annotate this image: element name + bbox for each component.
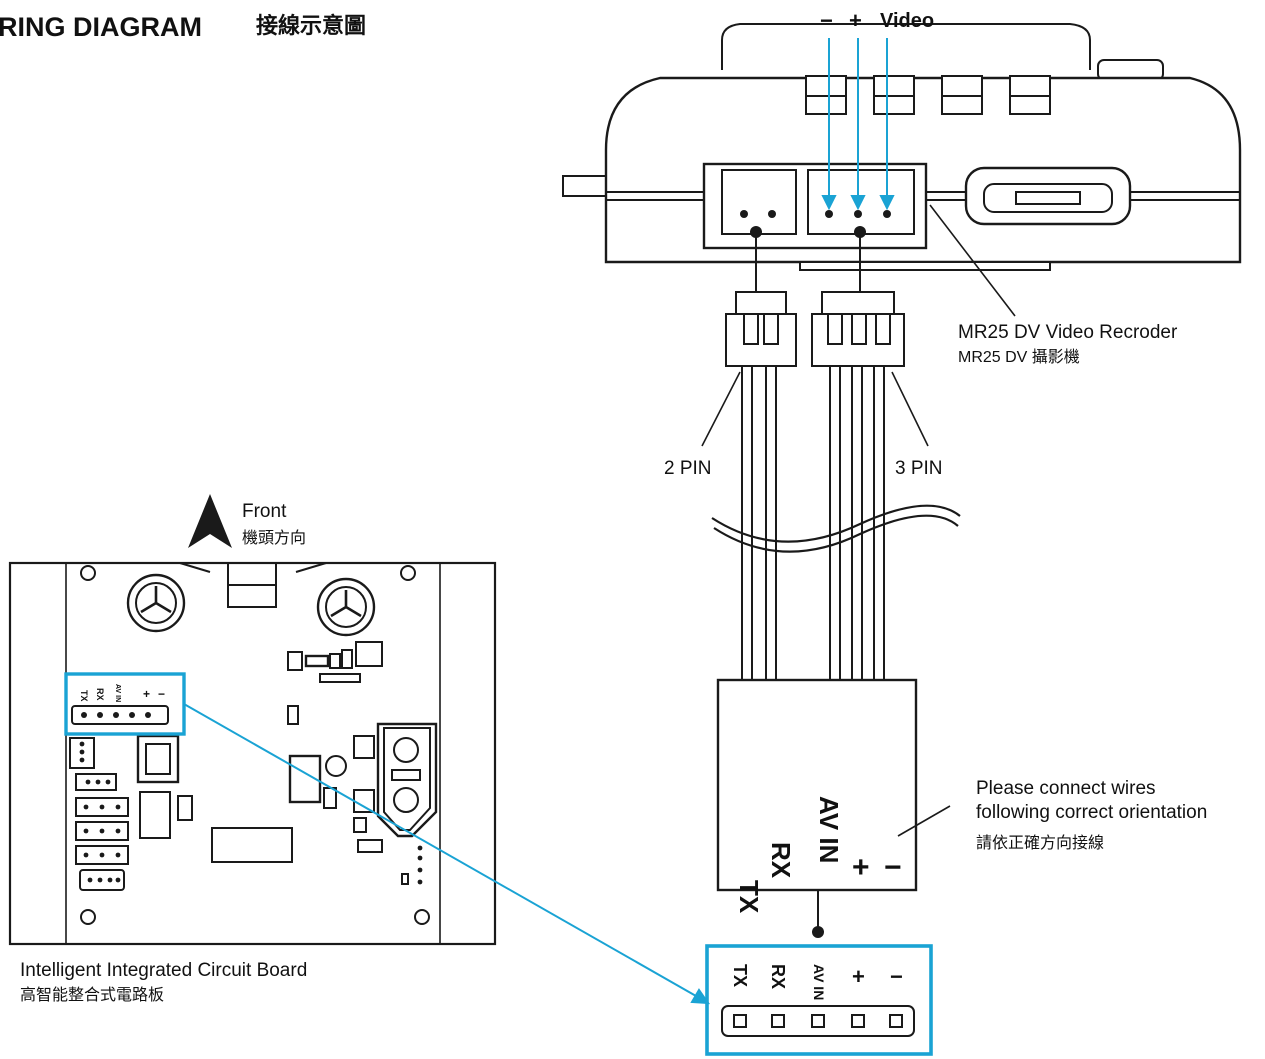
plug-labels: TX RX AV IN + − [734, 796, 902, 914]
board-front-label: Front [242, 501, 287, 522]
plug-label-tx: TX [734, 880, 764, 914]
recorder-pin-plus: + [849, 8, 862, 33]
recorder-name-zh: MR25 DV 攝影機 [958, 348, 1080, 366]
recorder-pin-minus: − [820, 8, 833, 33]
socket-label-rx: RX [768, 964, 788, 989]
note-line2: following correct orientation [976, 802, 1207, 823]
front-arrow-icon [188, 494, 232, 548]
recorder-wires [755, 232, 861, 294]
link-arrow [183, 703, 710, 1005]
recorder-name: MR25 DV Video Recroder [958, 322, 1178, 343]
plug-label-avin: AV IN [814, 796, 844, 863]
socket-label-minus: − [890, 964, 903, 989]
board-front-label-zh: 機頭方向 [242, 529, 306, 547]
board-pin-tx: TX [79, 690, 89, 702]
board-name: Intelligent Integrated Circuit Board [20, 960, 307, 981]
board-pin-labels: TX RX AV IN + − [79, 684, 165, 702]
board-pin-minus: − [158, 687, 165, 701]
recorder-pin-arrows [821, 38, 895, 211]
plug-label-plus: + [852, 851, 870, 884]
board-pin-rx: RX [95, 688, 105, 701]
socket-labels: TX RX AV IN + − [730, 964, 903, 1000]
plug-housing [716, 678, 918, 892]
cable-bundle [711, 366, 961, 680]
two-pin-label: 2 PIN [664, 458, 712, 479]
plug-label-minus: − [884, 851, 902, 884]
note-zh: 請依正確方向接線 [976, 834, 1104, 852]
socket-label-plus: + [852, 964, 865, 989]
diagram-title-zh: 接線示意圖 [256, 13, 366, 38]
socket-label-avin: AV IN [811, 964, 827, 1000]
socket-label-tx: TX [730, 964, 750, 987]
three-pin-label: 3 PIN [895, 458, 943, 479]
recorder-pin-video: Video [880, 10, 934, 32]
video-recorder [562, 23, 1242, 271]
two-pin-plug [725, 291, 797, 367]
diagram-title: RING DIAGRAM [0, 12, 202, 42]
circuit-board-dots [79, 712, 423, 885]
socket-header [721, 1005, 915, 1037]
plug-label-rx: RX [766, 842, 796, 879]
three-pin-plug [811, 291, 905, 367]
board-pin-avin: AV IN [114, 684, 121, 702]
note-line1: Please connect wires [976, 778, 1156, 799]
board-pin-plus: + [143, 687, 150, 701]
board-name-zh: 高智能整合式電路板 [20, 986, 164, 1004]
